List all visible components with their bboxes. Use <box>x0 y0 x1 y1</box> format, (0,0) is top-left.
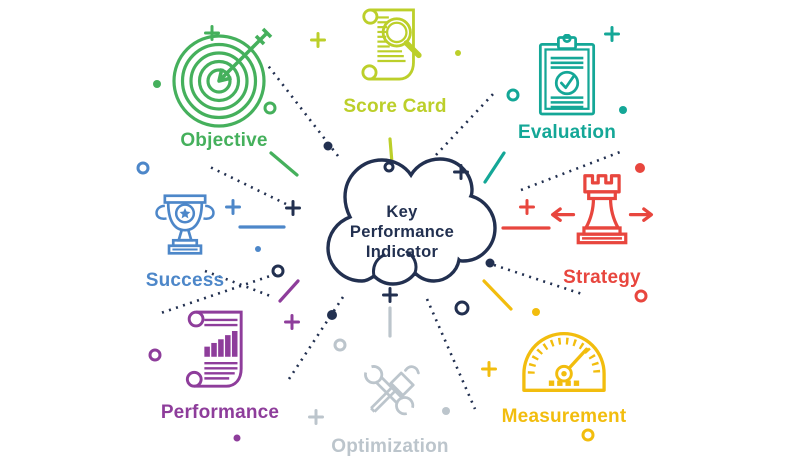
ring <box>454 300 470 316</box>
dot <box>455 50 461 56</box>
tick-line <box>388 137 394 165</box>
node-label: Optimization <box>331 436 449 457</box>
dotted-ray <box>425 298 477 410</box>
dot <box>442 407 450 415</box>
scroll-magnifier-icon <box>361 8 422 81</box>
tick-lines <box>238 137 551 338</box>
node-label: Score Card <box>343 96 447 117</box>
node-label: Measurement <box>501 406 627 427</box>
node-label: Strategy <box>563 267 641 288</box>
scatter-rings <box>136 88 648 442</box>
cloud-title-line: Performance <box>349 223 455 241</box>
dotted-ray <box>157 272 277 316</box>
hammer <box>370 365 420 413</box>
dot <box>233 434 241 442</box>
plus-icon <box>285 200 301 216</box>
ring <box>383 161 395 173</box>
dot <box>485 258 495 268</box>
chess-rook-arrows-icon <box>550 174 654 245</box>
tick-line <box>482 279 513 311</box>
dot <box>323 141 333 151</box>
dotted-ray <box>264 62 340 157</box>
gauge-segments <box>548 380 580 386</box>
ring <box>148 348 162 362</box>
dot <box>532 308 540 316</box>
cloud-title-line: Indicator <box>365 243 439 261</box>
scatter-dots <box>153 50 645 442</box>
node-score-card: Score Card <box>343 6 447 118</box>
tick-line <box>278 279 300 303</box>
tick-line <box>269 151 299 177</box>
dotted-ray <box>493 263 583 296</box>
node-success: Success <box>132 184 238 292</box>
node-label: Success <box>145 270 225 291</box>
dotted-ray <box>204 269 274 299</box>
plus-icon <box>310 32 326 48</box>
scroll-bar-chart-icon <box>185 310 243 388</box>
cloud-title-line: Key <box>386 203 418 221</box>
dot <box>327 310 337 320</box>
plus-icon <box>225 199 241 215</box>
node-performance: Performance <box>160 308 280 424</box>
node-label: Performance <box>160 402 280 423</box>
ring <box>634 289 648 303</box>
node-measurement: Measurement <box>502 316 626 428</box>
target-arrow-icon <box>172 27 273 128</box>
dot <box>153 80 161 88</box>
plus-icon <box>284 314 300 330</box>
plus-icon <box>604 26 620 42</box>
node-evaluation: Evaluation <box>514 34 620 144</box>
plus-icon <box>308 409 324 425</box>
node-strategy: Strategy <box>544 170 660 289</box>
node-optimization: Optimization <box>330 348 450 458</box>
node-objective: Objective <box>165 24 283 152</box>
node-label: Evaluation <box>517 122 617 143</box>
bar-chart-bars <box>204 331 238 357</box>
ring <box>271 264 285 278</box>
ring <box>333 338 347 352</box>
ring <box>506 88 520 102</box>
crossed-tools-icon <box>364 365 420 416</box>
gauge-icon <box>522 331 606 392</box>
dot <box>619 106 627 114</box>
left-right-arrows <box>550 207 654 222</box>
plus-icon <box>481 361 497 377</box>
ring <box>136 161 150 175</box>
plus-icon <box>382 287 398 303</box>
trophy-star-icon <box>155 194 215 255</box>
clipboard-check-icon <box>538 34 596 116</box>
dotted-ray <box>520 150 621 192</box>
dot <box>635 163 645 173</box>
ring <box>263 101 277 115</box>
dot <box>255 246 261 252</box>
tick-line <box>483 151 506 184</box>
plus-icons <box>204 25 620 425</box>
ring <box>581 428 595 442</box>
kpi-cloud: Key Performance Indicator <box>302 153 502 303</box>
cloud-icon <box>326 157 497 286</box>
cloud-title: Key Performance Indicator <box>302 153 502 307</box>
node-label: Objective <box>180 130 268 151</box>
plus-icon <box>519 199 535 215</box>
